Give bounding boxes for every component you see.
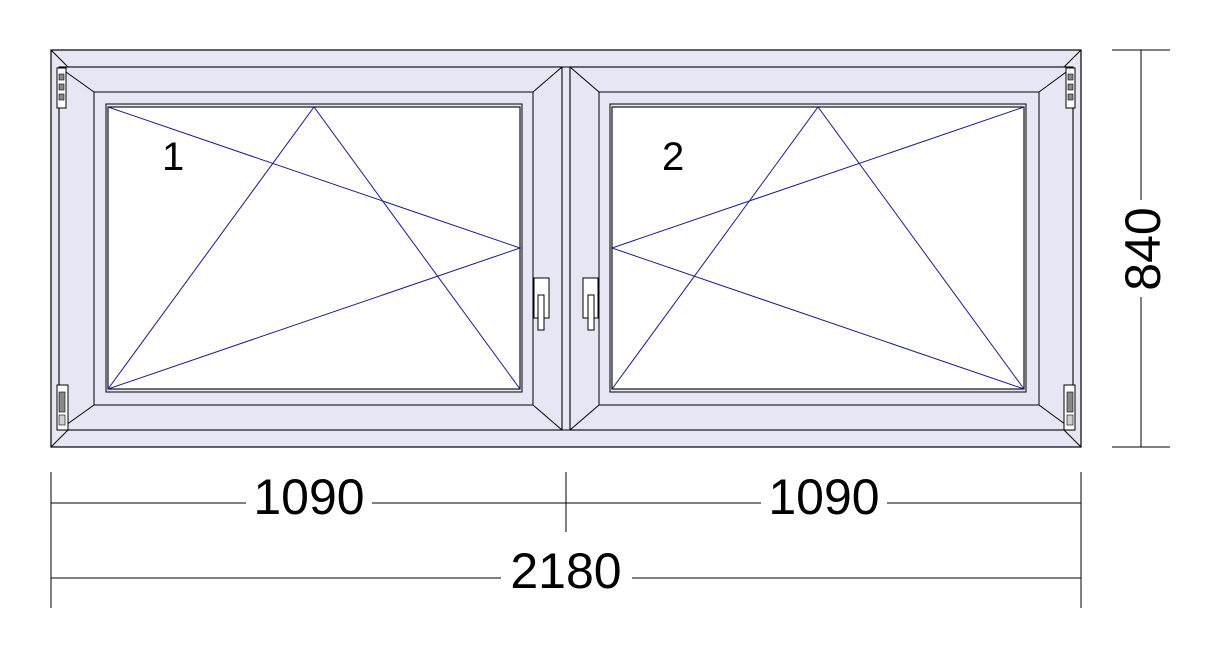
- sash-1-hinge-bottom: [56, 384, 69, 431]
- sash-2-handle: [582, 277, 599, 331]
- sash-2-glass: [611, 106, 1025, 390]
- width-dimensions: 1090 1090 2180: [50, 469, 1082, 608]
- height-dimension: 840: [1112, 49, 1171, 448]
- frame-miter-bl: [50, 429, 69, 448]
- frame-miter-tr: [1063, 49, 1082, 68]
- sash-2-turn-lines: [610, 106, 1025, 390]
- width-left-label: 1090: [253, 469, 364, 525]
- sash-2: 2: [569, 66, 1076, 431]
- sash-1-miter-br: [532, 404, 563, 431]
- sash-2-miter-tl: [569, 66, 600, 93]
- height-label: 840: [1115, 207, 1171, 290]
- central-mullion: [561, 66, 571, 431]
- sash-2-hinge-bottom: [1063, 384, 1076, 431]
- sash-1-handle: [533, 277, 550, 331]
- width-right-label: 1090: [768, 469, 879, 525]
- sash-2-miter-bl: [569, 404, 600, 431]
- frame-miter-tl: [50, 49, 69, 68]
- width-total-label: 2180: [510, 543, 621, 599]
- sash-1-hinge-top: [56, 67, 67, 109]
- sash-1-turn-lines: [107, 106, 522, 390]
- frame-miter-br: [1063, 429, 1082, 448]
- sash-1-number: 1: [162, 135, 184, 179]
- sash-2-number: 2: [662, 135, 684, 179]
- sash-1-tilt-lines: [107, 106, 521, 390]
- sash-1-miter-tr: [532, 66, 563, 93]
- sash-1-glass: [107, 106, 521, 390]
- sash-2-hinge-top: [1065, 67, 1076, 109]
- sash-2-tilt-lines: [611, 106, 1025, 390]
- sash-1: 1: [56, 66, 563, 431]
